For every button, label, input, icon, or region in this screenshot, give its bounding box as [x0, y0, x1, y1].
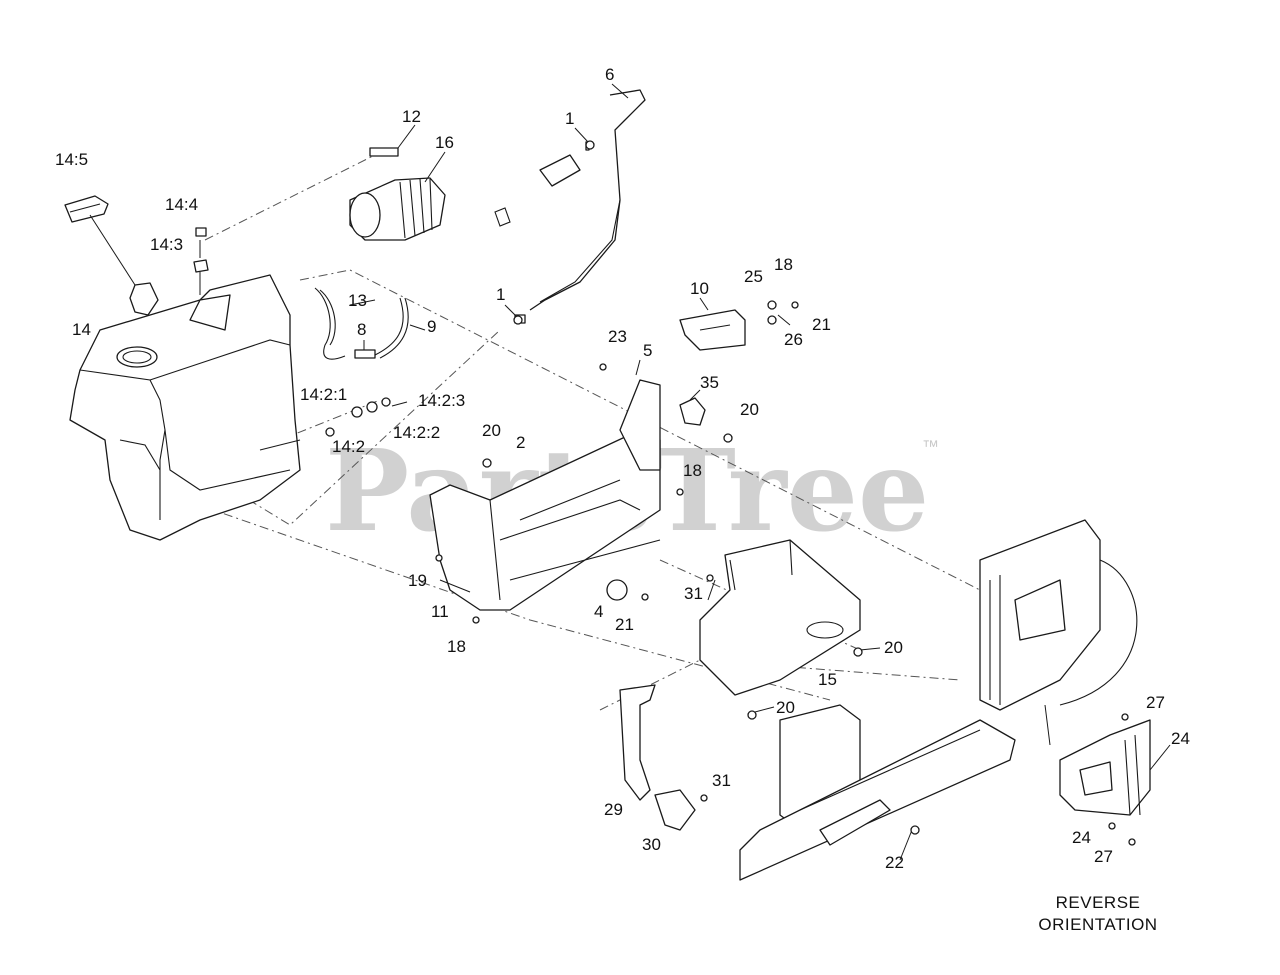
callout-20-bottom: 20 — [776, 698, 795, 717]
callout-8: 8 — [357, 320, 366, 339]
callout-21-top: 21 — [812, 315, 831, 334]
callout-30: 30 — [642, 835, 661, 854]
callout-24-bottom: 24 — [1072, 828, 1091, 847]
brackets-29-30 — [619, 684, 696, 831]
fuel-tank — [69, 274, 301, 541]
clamp-35 — [679, 397, 706, 426]
frame-assembly — [739, 704, 1016, 881]
reverse-orientation-line-1: REVERSE — [1056, 893, 1141, 912]
callout-13: 13 — [348, 291, 367, 310]
callout-35: 35 — [700, 373, 719, 392]
callout-27-bottom: 27 — [1094, 847, 1113, 866]
watermark-trademark: ™ — [922, 437, 939, 456]
callout-labels: 14:5 14:4 14:3 12 16 6 1 1 14 13 8 9 10 … — [55, 65, 1190, 872]
callout-20-left: 20 — [482, 421, 501, 440]
callout-14-2-2: 14:2:2 — [393, 423, 440, 442]
callout-26: 26 — [784, 330, 803, 349]
callout-21-mid: 21 — [615, 615, 634, 634]
side-panel-15 — [699, 539, 861, 696]
callout-19: 19 — [408, 571, 427, 590]
reverse-orientation-line-2: ORIENTATION — [1038, 915, 1157, 934]
vent-fittings — [193, 227, 209, 295]
callout-6: 6 — [605, 65, 614, 84]
callout-9: 9 — [427, 317, 436, 336]
callout-20-right: 20 — [740, 400, 759, 419]
callout-14: 14 — [72, 320, 91, 339]
callout-27-top: 27 — [1146, 693, 1165, 712]
callout-25: 25 — [744, 267, 763, 286]
callout-22: 22 — [885, 853, 904, 872]
callout-1-mid: 1 — [496, 285, 505, 304]
callout-14-3: 14:3 — [150, 235, 183, 254]
fuel-cap — [64, 195, 159, 316]
callout-18-top: 18 — [774, 255, 793, 274]
callout-2: 2 — [516, 433, 525, 452]
callout-23: 23 — [608, 327, 627, 346]
hose-assemblies — [314, 287, 409, 360]
callout-18-mid: 18 — [683, 461, 702, 480]
callout-5: 5 — [643, 341, 652, 360]
callout-leaders — [349, 83, 1171, 861]
callout-14-4: 14:4 — [165, 195, 198, 214]
callout-4: 4 — [594, 602, 603, 621]
callout-16: 16 — [435, 133, 454, 152]
callout-1-top: 1 — [565, 109, 574, 128]
reverse-orientation-panel — [1059, 719, 1151, 816]
callout-15: 15 — [818, 670, 837, 689]
charcoal-canister — [349, 147, 446, 241]
wheel-housing-panel — [979, 519, 1138, 746]
callout-14-5: 14:5 — [55, 150, 88, 169]
callout-14-2: 14:2 — [332, 437, 365, 456]
callout-29: 29 — [604, 800, 623, 819]
mounting-bracket-10 — [679, 309, 746, 351]
callout-24-right: 24 — [1171, 729, 1190, 748]
callout-14-2-1: 14:2:1 — [300, 385, 347, 404]
callout-18-bottom: 18 — [447, 637, 466, 656]
callout-14-2-3: 14:2:3 — [418, 391, 465, 410]
callout-31-mid: 31 — [684, 584, 703, 603]
callout-20-panel: 20 — [884, 638, 903, 657]
hardware-fasteners — [325, 140, 1136, 846]
callout-11: 11 — [431, 602, 449, 621]
seat-base-tray — [429, 379, 661, 611]
callout-31-bottom: 31 — [712, 771, 731, 790]
callout-10: 10 — [690, 279, 709, 298]
callout-12: 12 — [402, 107, 421, 126]
